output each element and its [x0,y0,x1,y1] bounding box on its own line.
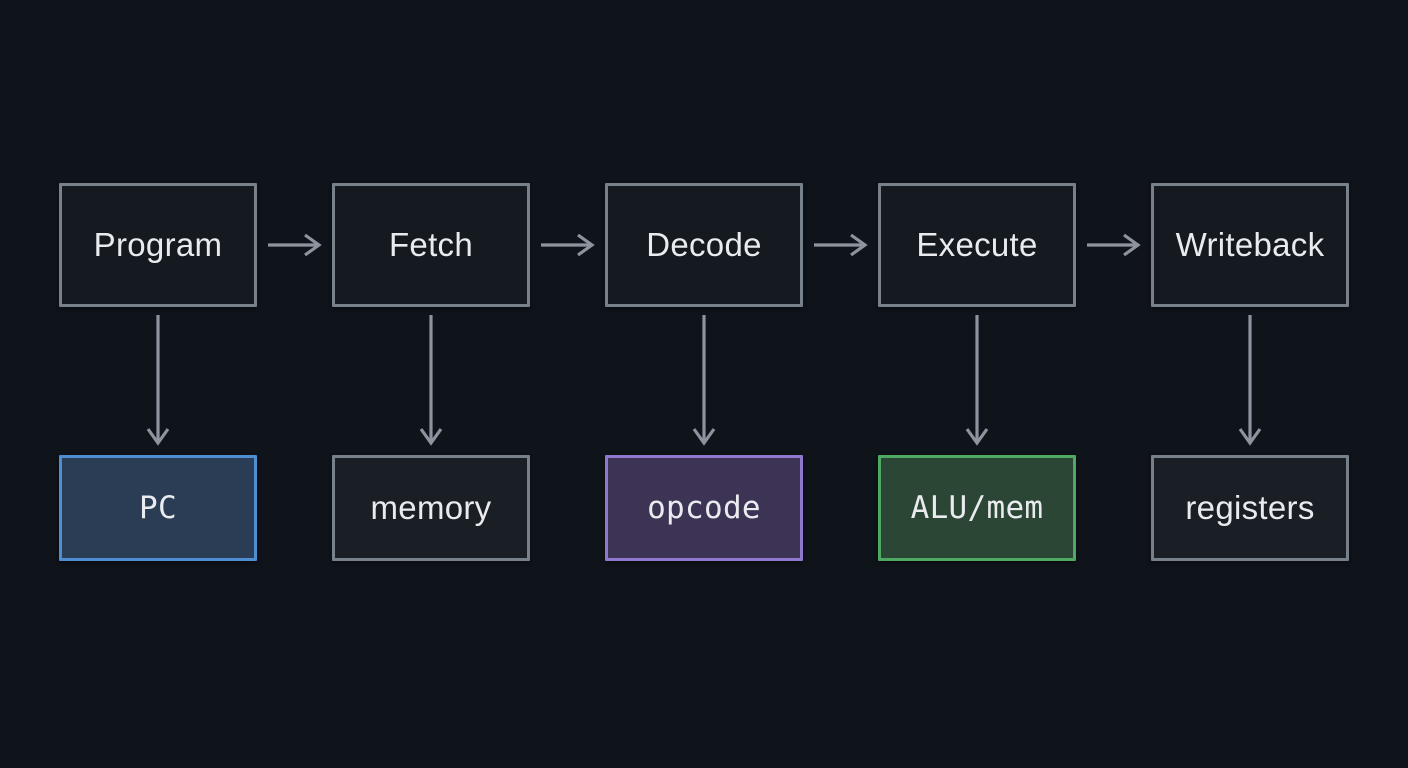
arrow-down-icon [605,307,803,455]
stage-box-writeback: Writeback [1151,183,1349,307]
stage-label: Decode [646,226,762,263]
stage-box-execute: Execute [878,183,1076,307]
target-label: ALU/mem [910,490,1044,526]
target-label: registers [1185,489,1315,526]
arrow-down-icon [332,307,530,455]
arrow-down-icon [878,307,1076,455]
target-label: PC [139,490,177,526]
target-box-opcode: opcode [605,455,803,561]
arrow-right-icon [257,183,332,307]
target-box-alu-mem: ALU/mem [878,455,1076,561]
target-box-registers: registers [1151,455,1349,561]
stage-label: Execute [916,226,1038,263]
arrow-right-icon [1076,183,1151,307]
stage-box-program: Program [59,183,257,307]
arrow-down-icon [1151,307,1349,455]
arrow-right-icon [803,183,878,307]
stage-box-decode: Decode [605,183,803,307]
arrow-down-icon [59,307,257,455]
stage-box-fetch: Fetch [332,183,530,307]
stage-label: Fetch [388,226,474,263]
stage-label: Program [93,226,223,263]
stage-label: Writeback [1175,226,1325,263]
target-box-memory: memory [332,455,530,561]
target-box-pc: PC [59,455,257,561]
target-label: opcode [647,490,761,526]
target-label: memory [370,489,492,526]
arrow-right-icon [530,183,605,307]
